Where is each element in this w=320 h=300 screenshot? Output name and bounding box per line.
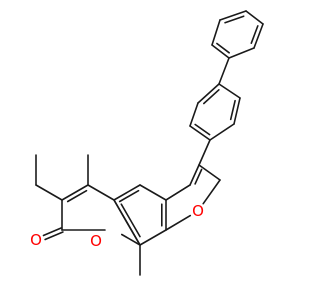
atom-label-layer: O O O xyxy=(28,202,206,250)
bond-A6-A1-inner xyxy=(194,123,211,136)
carbonyl-oxygen-bg xyxy=(28,232,44,248)
bond-A4-A5-inner xyxy=(203,89,220,105)
bond-C7-Oc-b xyxy=(44,231,64,241)
bond-B2-B3-inner xyxy=(250,25,259,45)
molecule-structure: O O O xyxy=(28,10,264,276)
furan-oxygen-label: O xyxy=(192,202,204,220)
bond-C2-Of xyxy=(202,179,221,205)
bond-C6-C5-inner xyxy=(66,189,88,203)
bond-A1-A2 xyxy=(209,123,235,141)
bond-C3a-C3-inner xyxy=(194,168,203,185)
bond-A4-B1 xyxy=(218,57,230,85)
bond-C10-C10a xyxy=(139,184,167,201)
bond-C6-CH2 xyxy=(35,184,63,201)
bond-C3-C2 xyxy=(198,164,221,181)
bond-A3-A4 xyxy=(218,83,241,99)
bond-C9-O1 xyxy=(121,233,141,246)
bond-B2-B3 xyxy=(253,23,264,49)
bond-C7-Oc-a xyxy=(42,227,62,237)
bond-B4-B5 xyxy=(219,10,247,21)
bond-B6-B1 xyxy=(211,44,230,59)
bond-C3a-C3 xyxy=(189,164,200,186)
bond-A2-A3-inner xyxy=(229,99,236,121)
bond-C9-C4a xyxy=(113,199,141,246)
bond-B5-B6 xyxy=(211,19,221,46)
bond-C3a-C10a xyxy=(165,184,191,201)
bond-A6-A1 xyxy=(189,125,211,141)
pyran-oxygen-bg xyxy=(88,233,104,249)
bond-layer xyxy=(35,10,264,276)
bond-B3-B4 xyxy=(245,10,264,25)
bond-C4a-C10 xyxy=(113,184,141,201)
furan-oxygen-bg xyxy=(190,203,206,219)
carbonyl-oxygen-label: O xyxy=(30,231,42,249)
bond-A5-A6 xyxy=(189,102,199,127)
pyran-oxygen-label: O xyxy=(90,232,102,250)
bond-B1-B2 xyxy=(228,47,255,59)
bond-A2-A3 xyxy=(233,97,241,125)
bond-C3-A1 xyxy=(198,139,211,166)
bond-Of-C9a xyxy=(165,214,192,231)
bond-C5-C4a xyxy=(87,184,115,201)
bond-C9-C4a-inner xyxy=(120,203,141,238)
bond-C4a-C10-inner xyxy=(118,189,140,203)
bond-A4-A5 xyxy=(197,83,220,104)
bond-B4-B5-inner xyxy=(224,15,245,24)
bond-C9a-C9 xyxy=(139,229,167,246)
bond-C6-C5 xyxy=(61,184,89,201)
bond-B6-B1-inner xyxy=(216,42,230,54)
